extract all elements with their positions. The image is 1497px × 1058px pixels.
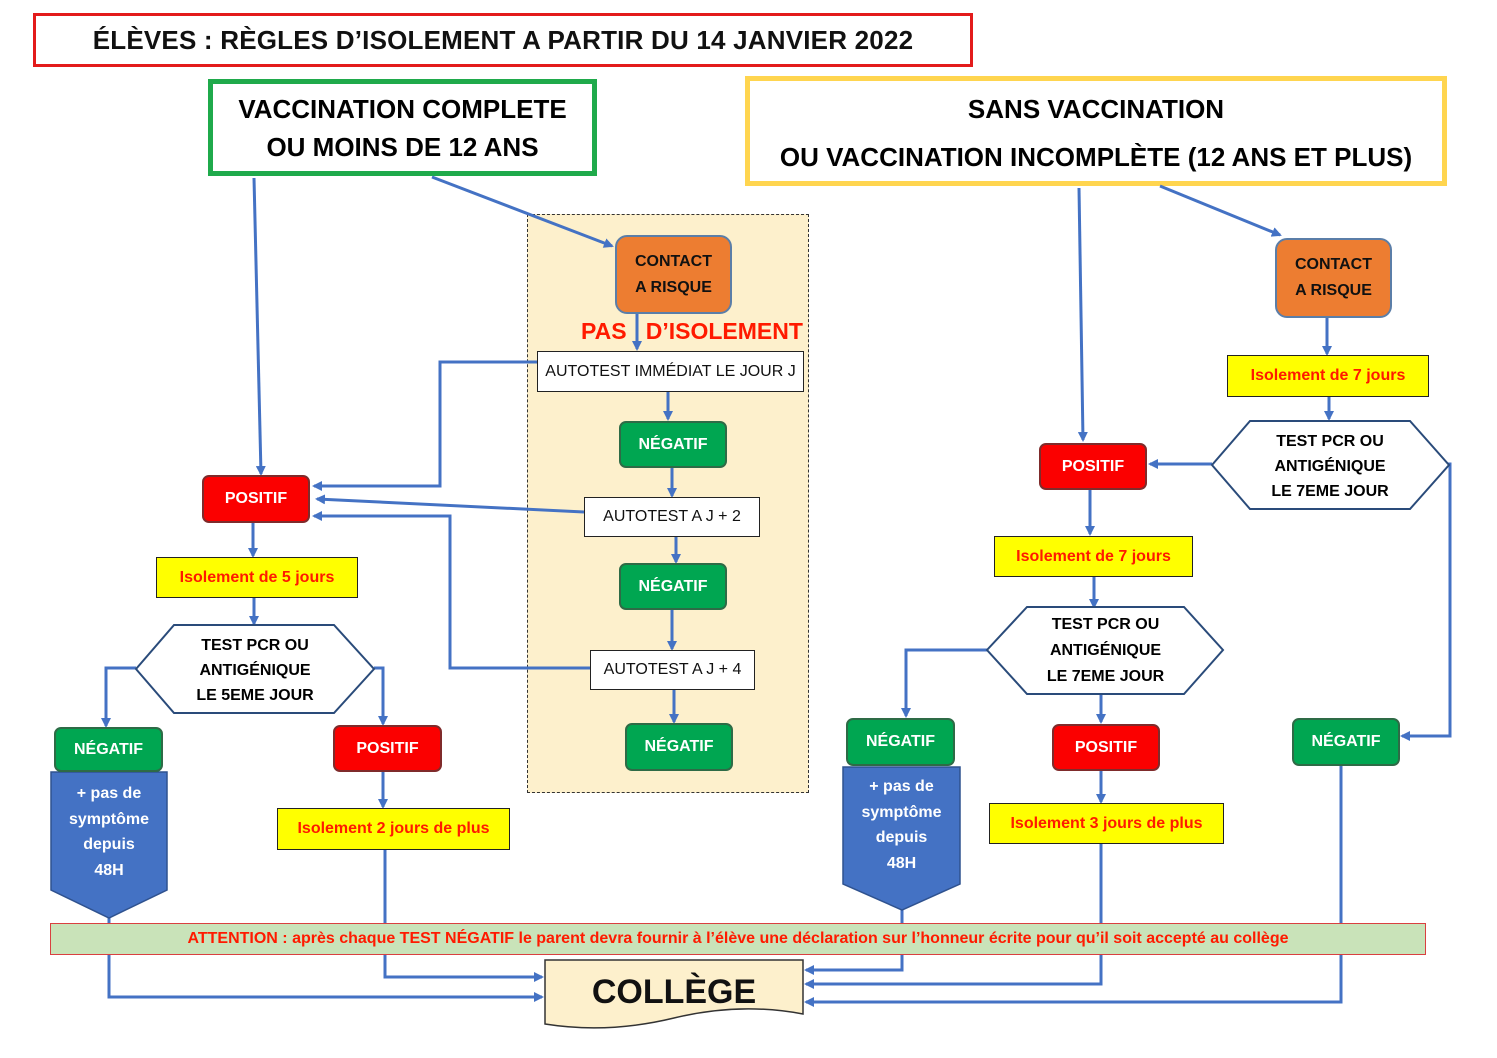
autotest-day-j-label: AUTOTEST IMMÉDIAT LE JOUR J	[545, 362, 796, 380]
left-test-line2: ANTIGÉNIQUE	[199, 661, 311, 679]
left-positif-label: POSITIF	[224, 490, 288, 507]
no-isolation-label: PAS D’ISOLEMENT	[581, 318, 803, 344]
left-positif-result-box: POSITIF	[333, 725, 442, 772]
symptom-shape-right	[842, 766, 961, 911]
negatif-label-2: NÉGATIF	[638, 577, 708, 595]
left-symptom-line4: 48H	[94, 861, 124, 879]
isolation-7-days-box-b: Isolement de 7 jours	[994, 536, 1193, 577]
autotest-j2-label: AUTOTEST A J + 2	[603, 508, 741, 525]
right-symptom-text: + pas de symptôme depuis 48H	[845, 773, 958, 877]
isolation-5-days-label: Isolement de 5 jours	[179, 568, 335, 586]
college-box-shape	[544, 959, 804, 1029]
right-negatif-far-box: NÉGATIF	[1292, 718, 1400, 766]
right-contact-line2: A RISQUE	[1295, 282, 1372, 299]
isolation-7-days-label-b: Isolement de 7 jours	[1016, 547, 1171, 565]
right-contact-line1: CONTACT	[1294, 256, 1373, 273]
right-symptom-line4: 48H	[886, 854, 917, 872]
left-test-line3: LE 5EME JOUR	[196, 686, 314, 704]
right-negatif-result-label: NÉGATIF	[865, 733, 936, 750]
isolation-3-days-box: Isolement 3 jours de plus	[989, 803, 1224, 844]
right-symptom-line1: + pas de	[869, 778, 934, 795]
right-header-box: SANS VACCINATION OU VACCINATION INCOMPLÈ…	[745, 76, 1447, 186]
isolation-3-days-label: Isolement 3 jours de plus	[1010, 814, 1203, 832]
left-header-box: VACCINATION COMPLETE OU MOINS DE 12 ANS	[208, 79, 597, 176]
right-positif-box: POSITIF	[1039, 443, 1147, 490]
left-test-line1: TEST PCR OU	[201, 636, 309, 654]
left-symptom-line2: symptôme	[68, 810, 150, 828]
right-header-line1: SANS VACCINATION	[967, 94, 1225, 124]
right-symptom-line3: depuis	[875, 829, 928, 846]
right-test-b-line1: TEST PCR OU	[1051, 616, 1160, 633]
isolation-2-days-label: Isolement 2 jours de plus	[297, 820, 490, 837]
right-contact-risk-box: CONTACT A RISQUE	[1275, 238, 1392, 318]
arrow-left-header-to-contact	[431, 175, 614, 248]
arrow-right-header-to-contact	[1159, 184, 1282, 237]
isolation-2-days-box: Isolement 2 jours de plus	[277, 808, 510, 850]
isolation-7-days-label-a: Isolement de 7 jours	[1250, 367, 1406, 384]
college-label: COLLÈGE	[591, 972, 757, 1011]
right-positif-result-label: POSITIF	[1074, 738, 1138, 756]
arrow-iso2-to-college	[383, 850, 544, 982]
page-title: ÉLÈVES : RÈGLES D’ISOLEMENT A PARTIR DU …	[92, 24, 914, 55]
left-positif-box: POSITIF	[202, 475, 310, 523]
arrow-left-header-to-positif	[252, 177, 266, 476]
arrow-j4-to-positif	[312, 511, 590, 670]
right-positif-label: POSITIF	[1061, 457, 1125, 475]
negatif-label-3: NÉGATIF	[644, 738, 714, 755]
arrow-test-b-to-negatif	[901, 648, 987, 718]
attention-text: ATTENTION : après chaque TEST NÉGATIF le…	[187, 930, 1289, 947]
right-test-a-line1: TEST PCR OU	[1276, 432, 1384, 450]
left-contact-line1: CONTACT	[634, 252, 713, 270]
left-symptom-line3: depuis	[83, 836, 135, 853]
symptom-shape-left	[50, 771, 168, 919]
attention-banner: ATTENTION : après chaque TEST NÉGATIF le…	[50, 923, 1426, 955]
left-header-line2: OU MOINS DE 12 ANS	[266, 131, 539, 162]
left-positif-result-label: POSITIF	[356, 739, 419, 757]
autotest-j4-label: AUTOTEST A J + 4	[603, 661, 742, 678]
negatif-box-3: NÉGATIF	[625, 723, 733, 771]
isolation-5-days-box: Isolement de 5 jours	[156, 557, 358, 598]
right-symptom-line2: symptôme	[861, 803, 942, 821]
test-hexagon-right-top	[1210, 420, 1451, 510]
left-negatif-result-box: NÉGATIF	[54, 727, 163, 772]
right-test-b-line3: LE 7EME JOUR	[1046, 668, 1165, 685]
arrow-autotest-j-to-positif	[312, 360, 538, 491]
right-negatif-far-label: NÉGATIF	[1311, 733, 1381, 750]
test-hexagon-right-bottom	[985, 606, 1225, 695]
negatif-box-1: NÉGATIF	[619, 421, 727, 468]
autotest-j4-box: AUTOTEST A J + 4	[590, 650, 755, 690]
isolation-7-days-box-a: Isolement de 7 jours	[1227, 355, 1429, 397]
negatif-box-2: NÉGATIF	[619, 563, 727, 610]
left-symptom-line1: + pas de	[76, 785, 142, 802]
autotest-j2-box: AUTOTEST A J + 2	[584, 497, 760, 537]
right-test-a-line2: ANTIGÉNIQUE	[1274, 457, 1386, 475]
right-test-a-text: TEST PCR OU ANTIGÉNIQUE LE 7EME JOUR	[1250, 428, 1410, 504]
arrow-iso3-to-college	[804, 844, 1103, 989]
arrow-negatif-far-to-college	[804, 766, 1343, 1007]
test-hexagon-left	[134, 624, 376, 714]
page-title-box: ÉLÈVES : RÈGLES D’ISOLEMENT A PARTIR DU …	[33, 13, 973, 67]
arrow-j2-to-positif	[315, 494, 585, 514]
right-test-b-line2: ANTIGÉNIQUE	[1049, 642, 1162, 659]
right-positif-result-box: POSITIF	[1052, 724, 1160, 771]
right-test-a-line3: LE 7EME JOUR	[1271, 482, 1389, 500]
autotest-day-j-box: AUTOTEST IMMÉDIAT LE JOUR J	[537, 351, 804, 392]
left-symptom-text: + pas de symptôme depuis 48H	[53, 780, 165, 884]
arrow-test-to-positif	[374, 666, 388, 726]
arrow-test-to-negatif	[101, 666, 136, 728]
arrow-right-header-to-positif	[1077, 187, 1088, 442]
right-test-b-text: TEST PCR OU ANTIGÉNIQUE LE 7EME JOUR	[1027, 613, 1184, 689]
negatif-label-1: NÉGATIF	[638, 435, 708, 453]
right-header-line2: OU VACCINATION INCOMPLÈTE (12 ANS ET PLU…	[779, 142, 1413, 172]
right-negatif-result-box: NÉGATIF	[846, 718, 955, 766]
college-box: COLLÈGE	[545, 962, 803, 1022]
left-test-text: TEST PCR OU ANTIGÉNIQUE LE 5EME JOUR	[176, 632, 334, 708]
left-negatif-result-label: NÉGATIF	[73, 740, 144, 758]
left-header-line1: VACCINATION COMPLETE	[238, 93, 567, 124]
left-contact-risk-box: CONTACT A RISQUE	[615, 235, 732, 314]
left-contact-line2: A RISQUE	[635, 278, 712, 296]
